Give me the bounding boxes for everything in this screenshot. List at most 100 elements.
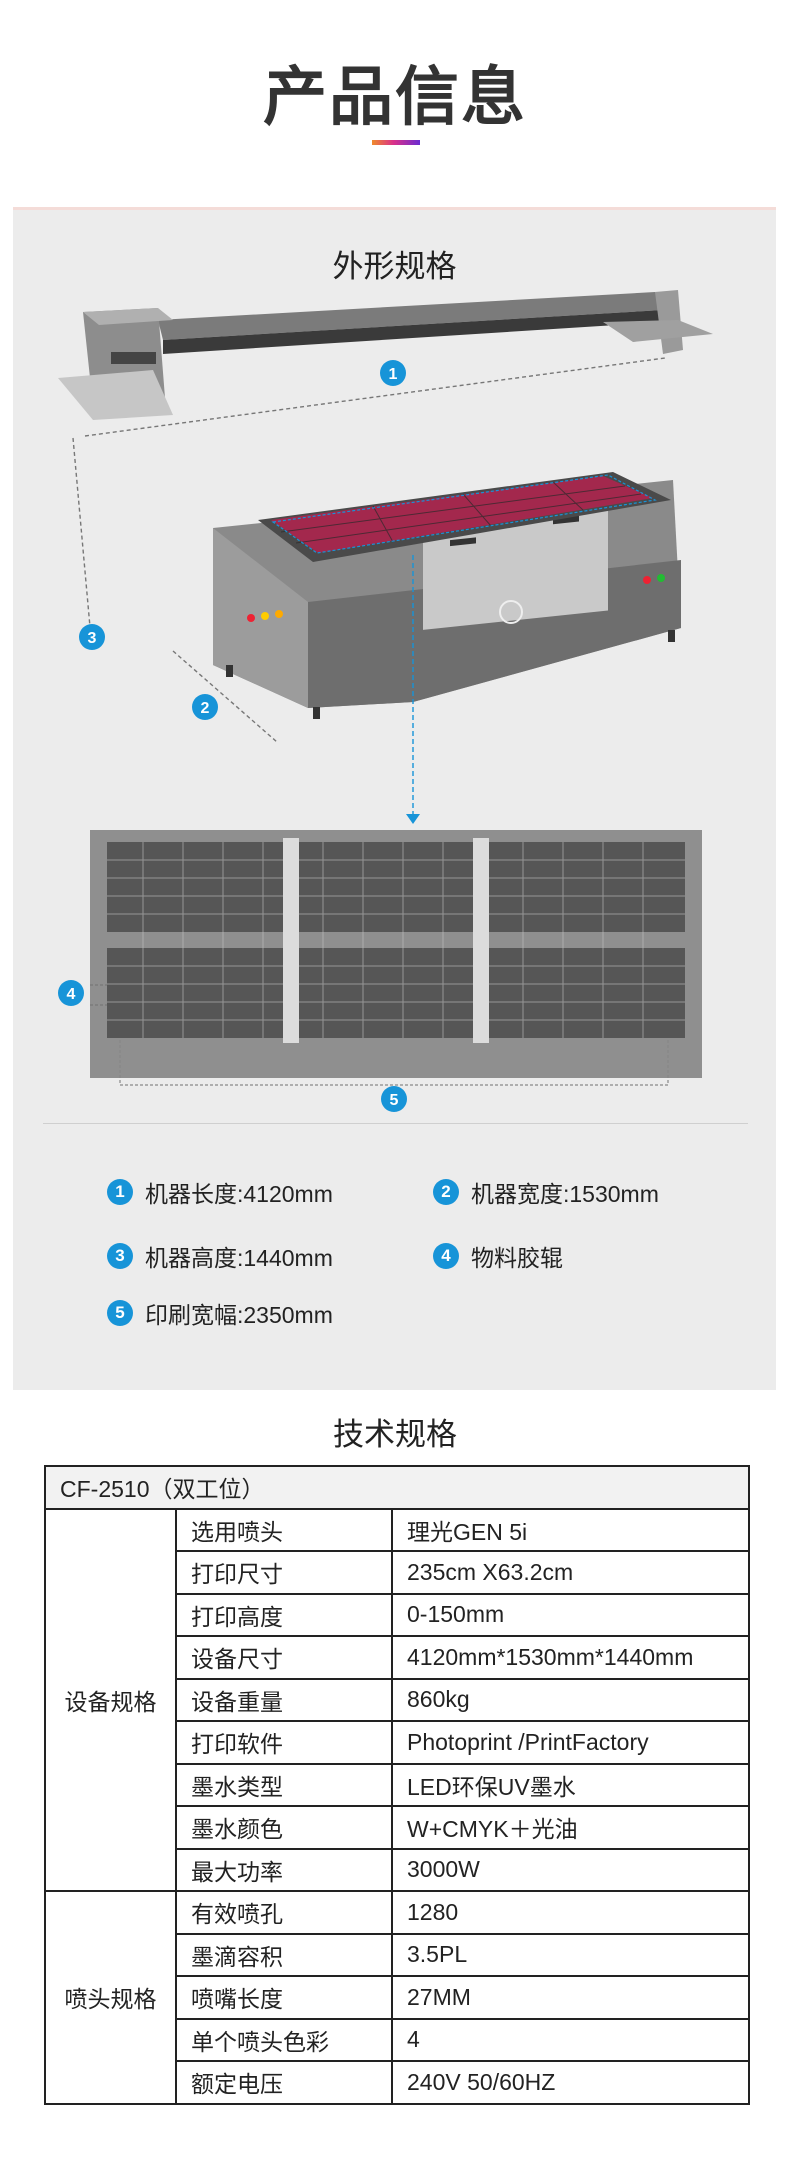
- spec-value-cell: 3000W: [391, 1847, 750, 1892]
- spec-value-cell: LED环保UV墨水: [391, 1762, 750, 1807]
- spec-value-cell: Photoprint /PrintFactory: [391, 1720, 750, 1765]
- svg-text:1: 1: [389, 366, 398, 383]
- printer-leg: [313, 707, 320, 719]
- spec-label: 机器宽度:1530mm: [471, 1181, 659, 1207]
- spec-key-cell: 有效喷孔: [175, 1890, 393, 1935]
- model-cell: CF-2510（双工位）: [44, 1465, 750, 1510]
- appearance-title: 外形规格: [332, 249, 457, 284]
- bed-divider: [283, 838, 299, 1043]
- spec-key-cell: 墨滴容积: [175, 1932, 393, 1977]
- spec-value-cell: 4: [391, 2017, 750, 2062]
- spec-number-badge: 4: [433, 1243, 459, 1269]
- spec-label: 印刷宽幅:2350mm: [145, 1302, 333, 1328]
- print-area-outline: [271, 474, 657, 554]
- spec-value-cell: 1280: [391, 1890, 750, 1935]
- spec-key-cell: 墨水类型: [175, 1762, 393, 1807]
- spec-key-cell: 最大功率: [175, 1847, 393, 1892]
- bed-vacuum-lines: [107, 842, 685, 1038]
- bed-divider: [473, 838, 489, 1043]
- spec-value-cell: 理光GEN 5i: [391, 1507, 750, 1552]
- spec-item: 5 印刷宽幅:2350mm: [107, 1296, 333, 1330]
- spec-label: 机器高度:1440mm: [145, 1245, 333, 1271]
- height-dim-line: [72, 437, 92, 639]
- printer-logo-emblem: [499, 600, 523, 624]
- printer-leg: [668, 630, 675, 642]
- carriage-vent: [111, 352, 156, 364]
- gantry-rail: [163, 310, 663, 354]
- printer-illustration: 1 2 3 4 5: [58, 290, 713, 1112]
- marker-4: 4: [58, 980, 84, 1006]
- spec-value-cell: 860kg: [391, 1677, 750, 1722]
- spec-value-cell: 235cm X63.2cm: [391, 1550, 750, 1595]
- print-width-dim-line: [119, 1040, 669, 1086]
- marker-5: 5: [381, 1086, 407, 1112]
- spec-value-cell: 4120mm*1530mm*1440mm: [391, 1635, 750, 1680]
- spec-key-cell: 单个喷头色彩: [175, 2017, 393, 2062]
- spec-value-cell: W+CMYK＋光油: [391, 1805, 750, 1850]
- projection-arrowhead: [406, 814, 420, 824]
- printer-handle-left: [450, 537, 476, 547]
- spec-key-cell: 打印尺寸: [175, 1550, 393, 1595]
- control-button-yellow: [261, 612, 269, 620]
- spec-key-cell: 打印软件: [175, 1720, 393, 1765]
- width-dim-line: [172, 650, 278, 743]
- group-cell: 设备规格: [44, 1507, 177, 1892]
- spec-item: 2 机器宽度:1530mm: [433, 1175, 659, 1209]
- spec-key-cell: 设备尺寸: [175, 1635, 393, 1680]
- svg-text:3: 3: [88, 630, 97, 647]
- spec-value-cell: 27MM: [391, 1975, 750, 2020]
- control-button-red-right: [643, 576, 651, 584]
- spec-value-cell: 240V 50/60HZ: [391, 2060, 750, 2105]
- marker-3: 3: [79, 624, 105, 650]
- gantry-beam: [158, 292, 663, 340]
- spec-key-cell: 设备重量: [175, 1677, 393, 1722]
- spec-item: 4 物料胶辊: [433, 1239, 563, 1273]
- bed-upper-station: [107, 842, 685, 932]
- bed-lower-station: [107, 948, 685, 1038]
- page-title: 产品信息: [263, 61, 527, 133]
- table-row: 设备规格选用喷头理光GEN 5i: [44, 1507, 750, 1892]
- spec-key-cell: 墨水颜色: [175, 1805, 393, 1850]
- spec-key-cell: 选用喷头: [175, 1507, 393, 1552]
- svg-text:5: 5: [390, 1092, 399, 1109]
- spec-number-badge: 5: [107, 1300, 133, 1326]
- spec-number-badge: 1: [107, 1179, 133, 1205]
- printer-side: [213, 528, 308, 708]
- marker-1: 1: [380, 360, 406, 386]
- group-cell: 喷头规格: [44, 1890, 177, 2105]
- spec-key-cell: 喷嘴长度: [175, 1975, 393, 2020]
- length-dim-line: [84, 357, 666, 437]
- left-side-table: [58, 370, 173, 420]
- spec-number-badge: 3: [107, 1243, 133, 1269]
- tech-title: 技术规格: [333, 1417, 457, 1452]
- panel-divider: [43, 1123, 748, 1124]
- svg-text:2: 2: [201, 700, 210, 717]
- spec-item: 1 机器长度:4120mm: [107, 1175, 333, 1209]
- title-underline: [372, 140, 420, 145]
- svg-text:4: 4: [67, 986, 76, 1003]
- carriage-top: [83, 308, 173, 325]
- spec-item: 3 机器高度:1440mm: [107, 1239, 333, 1273]
- control-button-red: [247, 614, 255, 622]
- spec-key-cell: 额定电压: [175, 2060, 393, 2105]
- control-button-orange: [275, 610, 283, 618]
- spec-number-badge: 2: [433, 1179, 459, 1205]
- printer-bed-grid: [280, 481, 642, 544]
- spec-value-cell: 0-150mm: [391, 1592, 750, 1637]
- right-side-table: [603, 320, 713, 342]
- spec-label: 机器长度:4120mm: [145, 1181, 333, 1207]
- table-row: CF-2510（双工位）: [44, 1465, 750, 1510]
- spec-key-cell: 打印高度: [175, 1592, 393, 1637]
